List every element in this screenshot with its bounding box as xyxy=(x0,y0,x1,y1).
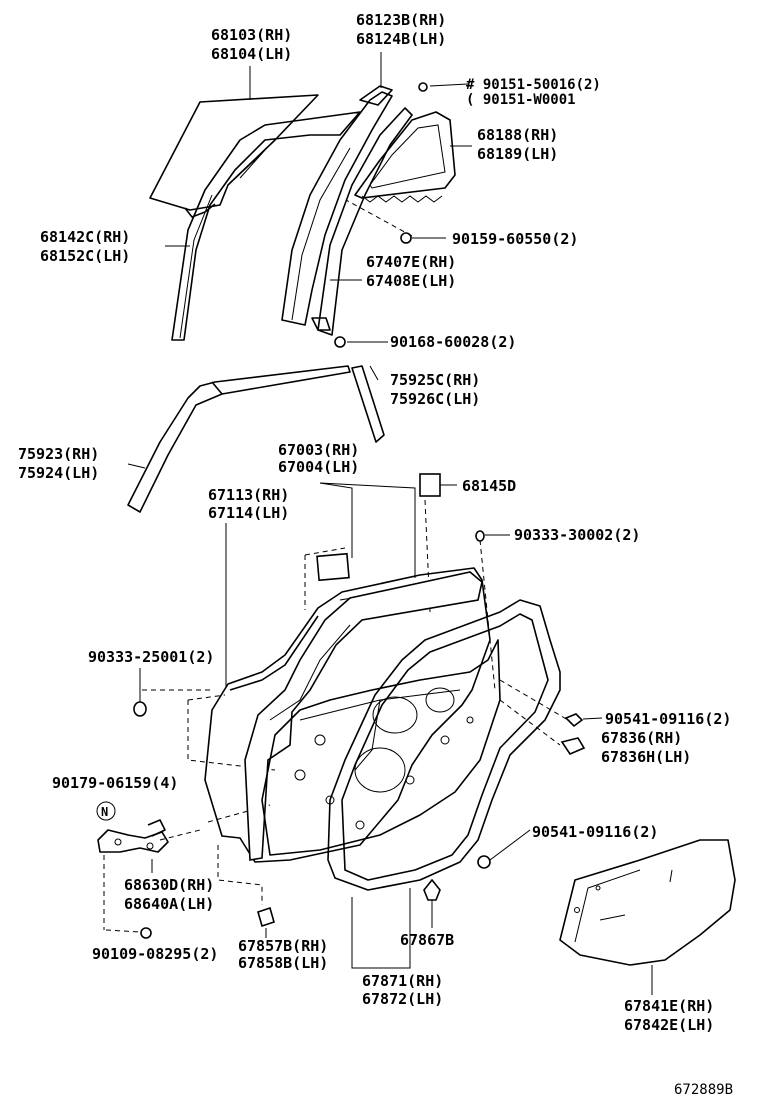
label-75924: 75924(LH) xyxy=(18,464,99,482)
label-67872: 67872(LH) xyxy=(362,990,443,1008)
label-67004: 67004(LH) xyxy=(278,458,359,476)
label-90179-06159: 90179-06159(4) xyxy=(52,774,178,792)
label-67842e: 67842E(LH) xyxy=(624,1016,714,1034)
label-68123b: 68123B(RH) xyxy=(356,11,446,29)
label-67867b: 67867B xyxy=(400,931,454,949)
label-67857b: 67857B(RH) xyxy=(238,937,328,955)
label-67407e: 67407E(RH) xyxy=(366,253,456,271)
screw-icon xyxy=(334,336,346,348)
label-75923: 75923(RH) xyxy=(18,445,99,463)
label-90333-30002: 90333-30002(2) xyxy=(514,526,640,544)
label-75926c: 75926C(LH) xyxy=(390,390,480,408)
door-glass xyxy=(149,94,319,211)
label-68124b: 68124B(LH) xyxy=(356,30,446,48)
label-67871: 67871(RH) xyxy=(362,972,443,990)
label-90333-25001: 90333-25001(2) xyxy=(88,648,214,666)
service-hole-cover xyxy=(559,839,736,966)
label-68103: 68103(RH) xyxy=(211,26,292,44)
door-hinge xyxy=(97,829,169,853)
label-68630d: 68630D(RH) xyxy=(124,876,214,894)
door-frame xyxy=(244,571,483,861)
label-67836: 67836(RH) xyxy=(601,729,682,747)
belt-molding xyxy=(127,365,351,513)
label-67858b: 67858B(LH) xyxy=(238,954,328,972)
screw-icon xyxy=(418,82,428,92)
label-68104: 68104(LH) xyxy=(211,45,292,63)
pillar-garnish xyxy=(351,365,385,443)
label-67408e: 67408E(LH) xyxy=(366,272,456,290)
label-90541-09116-b: 90541-09116(2) xyxy=(532,823,658,841)
label-90109-08295: 90109-08295(2) xyxy=(92,945,218,963)
label-n: N xyxy=(101,805,108,819)
glass-run xyxy=(171,111,361,341)
label-68152c: 68152C(LH) xyxy=(40,247,130,265)
label-90159-60550: 90159-60550(2) xyxy=(452,230,578,248)
diagram-ref-code: 672889B xyxy=(674,1082,733,1098)
label-68142c: 68142C(RH) xyxy=(40,228,130,246)
label-67114: 67114(LH) xyxy=(208,504,289,522)
label-68145d: 68145D xyxy=(462,477,516,495)
label-75925c: 75925C(RH) xyxy=(390,371,480,389)
label-90168-60028: 90168-60028(2) xyxy=(390,333,516,351)
label-67836h: 67836H(LH) xyxy=(601,748,691,766)
label-68188: 68188(RH) xyxy=(477,126,558,144)
label-67841e: 67841E(RH) xyxy=(624,997,714,1015)
label-90151-w0001: ( 90151-W0001 xyxy=(466,92,576,108)
label-68189: 68189(LH) xyxy=(477,145,558,163)
label-67113: 67113(RH) xyxy=(208,486,289,504)
label-90151-50016: # 90151-50016(2) xyxy=(466,77,601,93)
label-68640a: 68640A(LH) xyxy=(124,895,214,913)
n-symbol-icon xyxy=(96,801,116,821)
label-67003: 67003(RH) xyxy=(278,441,359,459)
clip-68145d xyxy=(419,473,441,497)
quarter-window xyxy=(354,111,456,199)
door-weatherstrip xyxy=(327,599,561,891)
screw-icon xyxy=(400,232,412,244)
division-bar xyxy=(281,91,393,326)
label-90541-09116-a: 90541-09116(2) xyxy=(605,710,731,728)
